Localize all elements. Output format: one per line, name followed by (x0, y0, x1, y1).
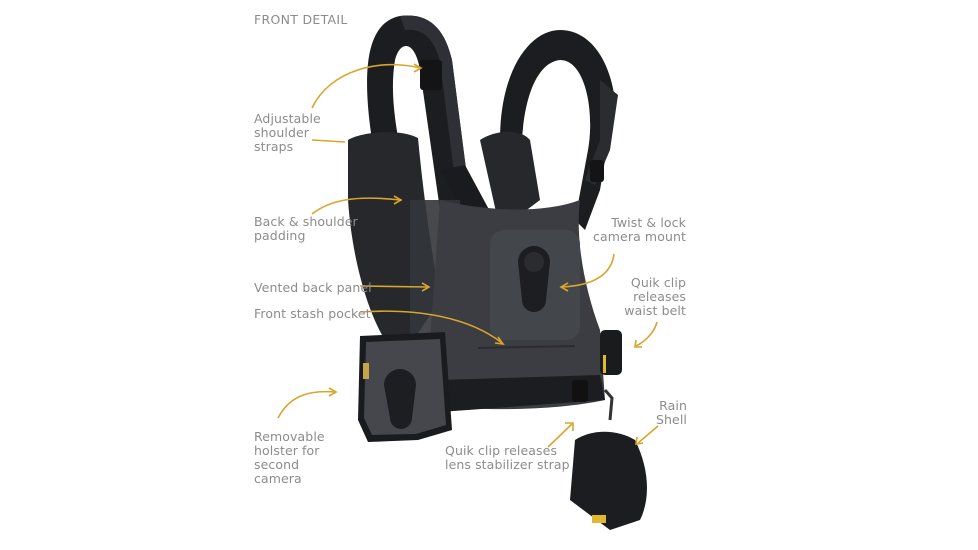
arrow-padding (311, 197, 401, 215)
diagram-title: FRONT DETAIL (254, 12, 348, 27)
belt-buckle (572, 380, 588, 402)
arrowhead-shoulder-straps (413, 63, 423, 73)
waist-belt (440, 375, 605, 412)
callout-twist-lock-camera-mount: Twist & lock camera mount (593, 215, 686, 244)
callout-removable-holster: Removable holster for second camera (254, 429, 325, 486)
callout-vented-back-panel: Vented back panel (254, 280, 372, 295)
callout-arrows (277, 63, 659, 448)
removable-holster (358, 332, 452, 442)
callout-quik-clip-waist-belt: Quik clip releases waist belt (624, 275, 686, 318)
rain-shell-tag (592, 515, 606, 523)
callout-quik-clip-lens-stabilizer: Quik clip releases lens stabilizer strap (445, 443, 570, 472)
callout-front-stash-pocket: Front stash pocket (254, 306, 371, 321)
arrow-straps-line (311, 139, 346, 143)
right-shoulder-strap (500, 30, 618, 230)
carabiner (603, 389, 614, 421)
rain-shell-pouch (570, 431, 647, 530)
right-shoulder-pad (480, 131, 540, 230)
arrow-shoulder-straps (311, 63, 421, 109)
callout-back-shoulder-padding: Back & shoulder padding (254, 214, 358, 243)
callout-rain-shell: Rain Shell (656, 398, 687, 427)
callout-adjustable-shoulder-straps: Adjustable shoulder straps (254, 111, 321, 154)
stash-pocket-seam (477, 345, 576, 349)
